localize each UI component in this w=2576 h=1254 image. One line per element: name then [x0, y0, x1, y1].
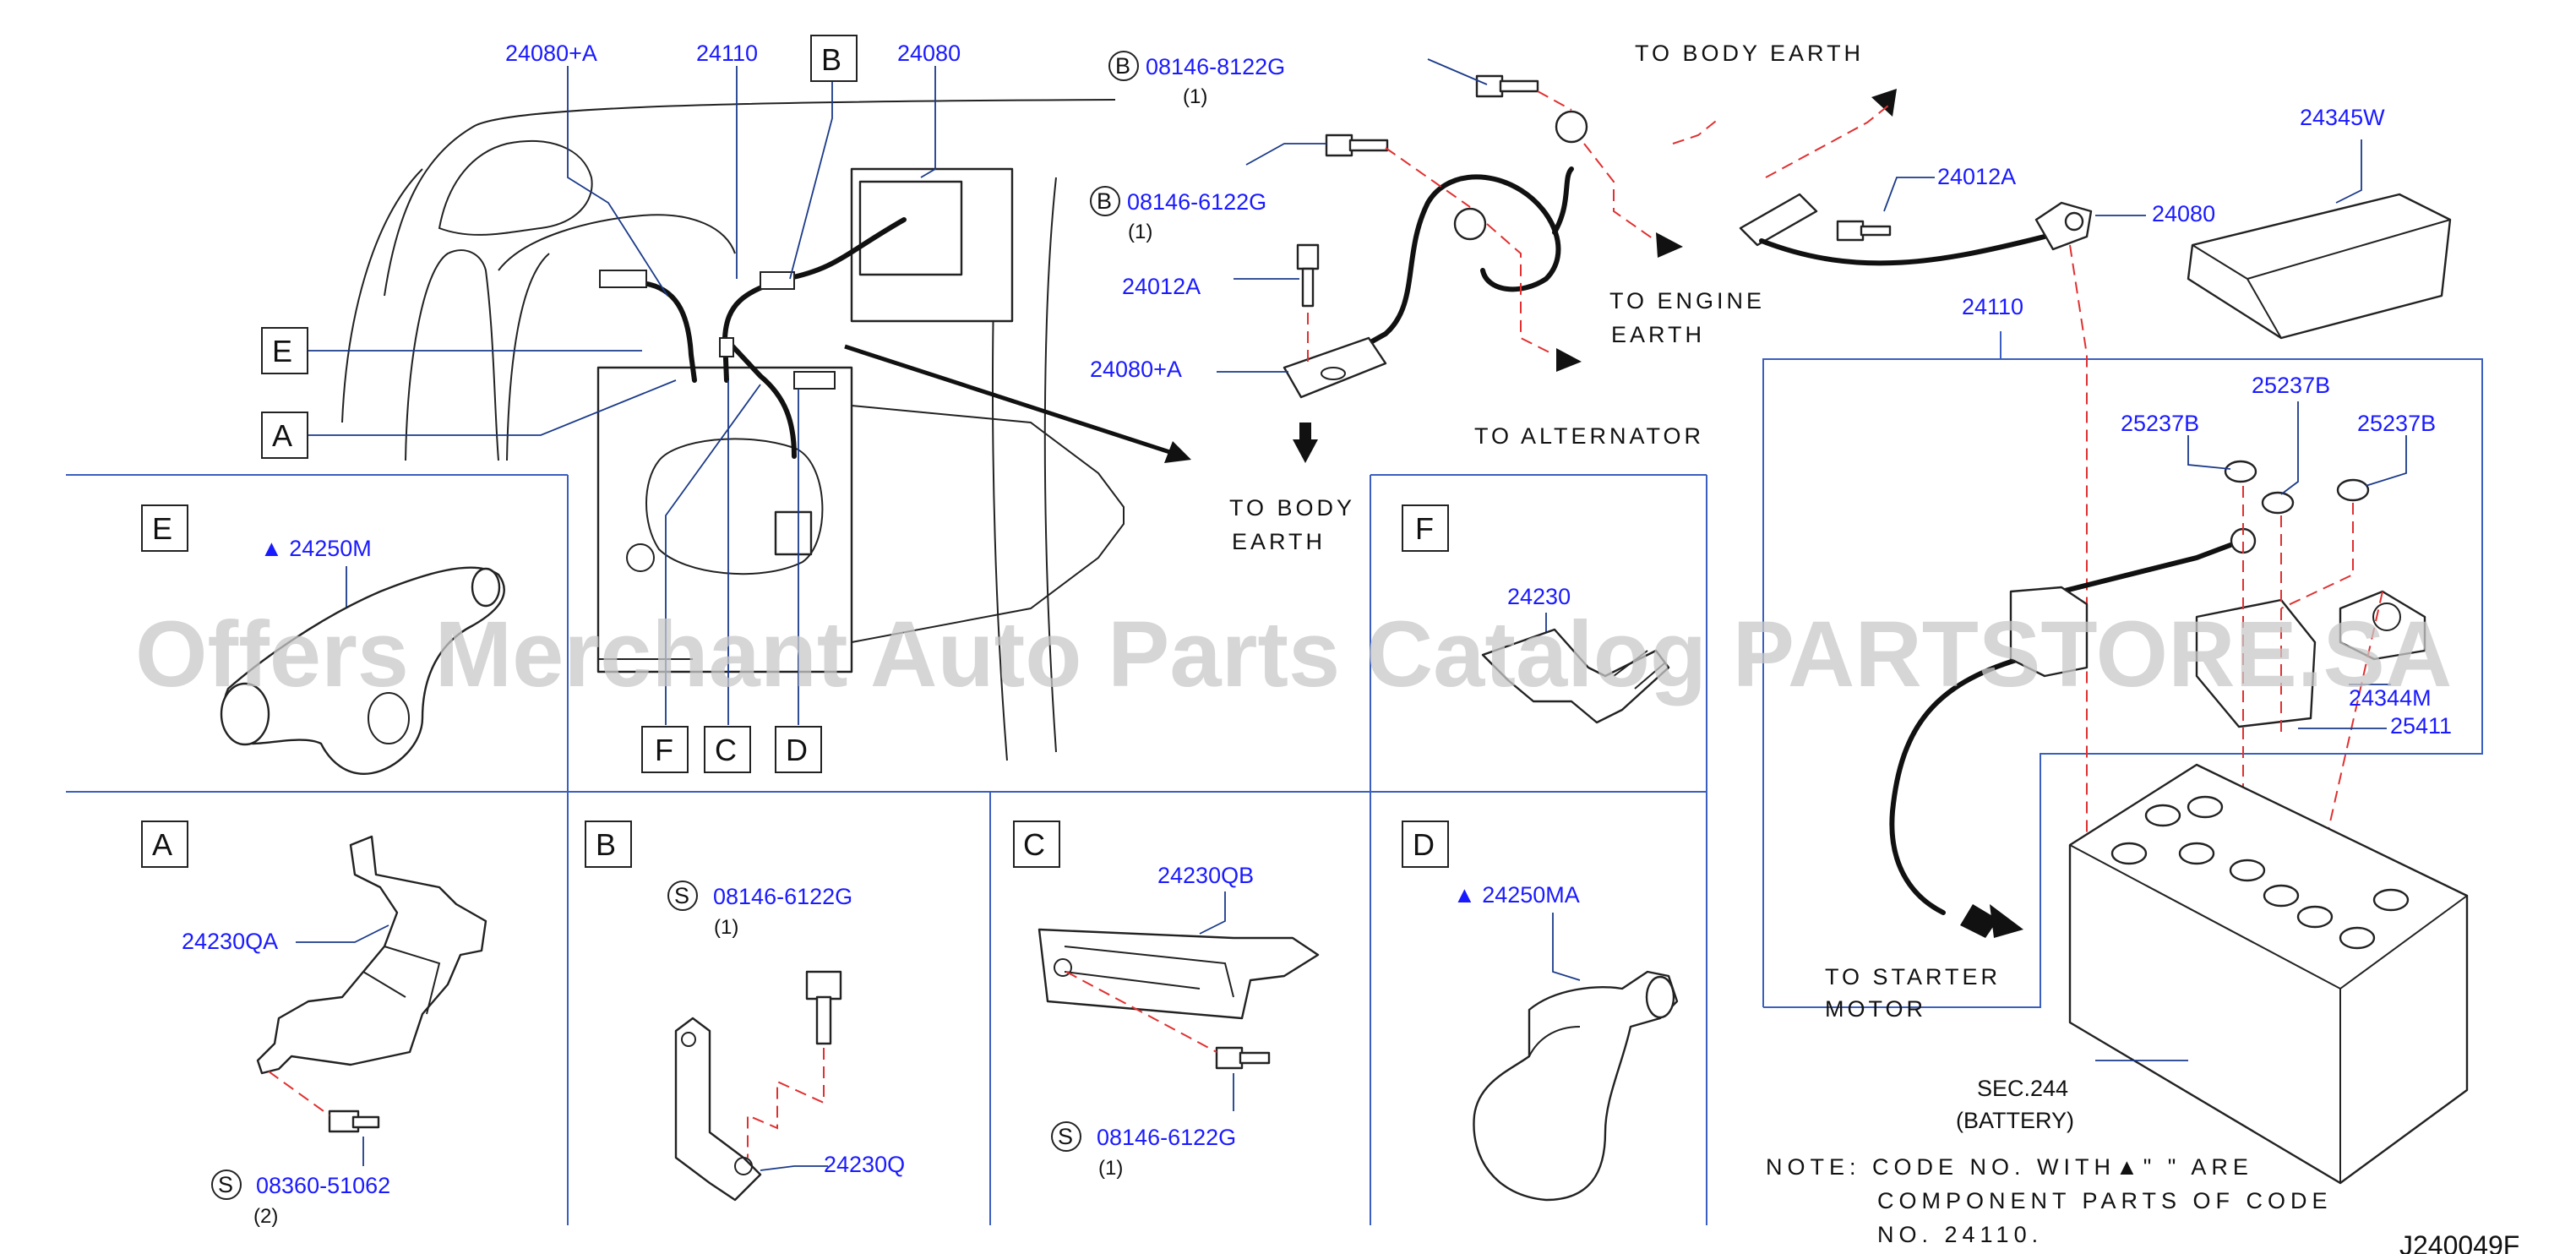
- note-line3: NO. 24110.: [1877, 1222, 2043, 1247]
- panel-c-bolt-symbol: S: [1058, 1124, 1073, 1149]
- panel-a-part-number: 24230QA: [182, 929, 278, 954]
- bolt2-symbol: B: [1097, 188, 1112, 214]
- panel-c-bolt-qty: (1): [1098, 1157, 1123, 1180]
- panel-d-letter: D: [1413, 827, 1435, 862]
- to-starter-line1: TO STARTER: [1825, 964, 2001, 990]
- panel-a-letter: A: [152, 827, 172, 862]
- callout-box-e: E: [272, 334, 292, 368]
- right-group-leaders: [1883, 139, 2407, 1061]
- callout-box-c: C: [715, 733, 737, 767]
- panel-b-part-number: 24230Q: [824, 1152, 905, 1177]
- note-line2: COMPONENT PARTS OF CODE: [1877, 1188, 2333, 1213]
- panel-e-letter: E: [152, 511, 172, 546]
- bolt1-symbol: B: [1115, 53, 1130, 79]
- panel-c-letter: C: [1023, 827, 1045, 862]
- to-body-earth-line2: EARTH: [1232, 529, 1326, 554]
- panel-e-part-number: ▲ 24250M: [260, 536, 372, 561]
- callout-24110-right: 24110: [1962, 294, 2023, 319]
- callout-24012a-right: 24012A: [1937, 164, 2016, 189]
- bolt3-part-number: 24012A: [1122, 274, 1201, 299]
- panel-a-bolt-part-number: 08360-51062: [256, 1173, 390, 1198]
- to-engine-earth-line2: EARTH: [1611, 322, 1705, 347]
- callout-24110: 24110: [696, 41, 758, 66]
- callout-24345w: 24345W: [2300, 105, 2385, 130]
- clip-24230: [1481, 628, 1670, 724]
- callout-25237b-3: 25237B: [2357, 411, 2436, 436]
- panel-frames: [66, 331, 2483, 1225]
- panel-f-part-number: 24230: [1507, 584, 1571, 609]
- to-alternator: TO ALTERNATOR: [1474, 423, 1704, 449]
- panel-f-letter: F: [1415, 511, 1434, 546]
- upper-center-leaders: [1217, 58, 1488, 373]
- callout-24080-a: 24080+A: [505, 41, 597, 66]
- panel-b-bolt-part-number: 08146-6122G: [713, 884, 852, 909]
- watermark: Offers Merchant Auto Parts Catalog PARTS…: [135, 602, 2452, 706]
- battery-label: (BATTERY): [1956, 1108, 2074, 1133]
- battery-section-ref: SEC.244: [1977, 1076, 2068, 1101]
- callout-24080: 24080: [897, 41, 961, 66]
- bolt2-part-number: 08146-6122G: [1127, 189, 1266, 215]
- callout-25411: 25411: [2390, 713, 2452, 739]
- callout-24080-right: 24080: [2152, 201, 2215, 226]
- note-line1: NOTE: CODE NO. WITH▲" " ARE: [1766, 1154, 2253, 1180]
- terminal-part-number: 24080+A: [1090, 357, 1182, 382]
- panel-b-bolt-symbol: S: [674, 883, 689, 908]
- panel-a-bolt-qty: (2): [253, 1205, 278, 1228]
- earth-cable-assembly: [1283, 74, 1897, 463]
- bolt1-qty: (1): [1183, 85, 1207, 108]
- engine-bay-sketch: [341, 99, 1191, 761]
- boot-24250m: [220, 566, 505, 775]
- to-body-earth-line1: TO BODY: [1229, 495, 1355, 521]
- bracket-24230qb: [1037, 928, 1320, 1070]
- callout-box-a: A: [272, 418, 292, 453]
- panel-b-letter: B: [596, 827, 616, 862]
- panel-d-part-number: ▲ 24250MA: [1453, 882, 1580, 908]
- callout-box-b: B: [821, 42, 841, 77]
- callout-24344m: 24344M: [2349, 685, 2432, 711]
- callout-box-d: D: [786, 733, 808, 767]
- bracket-24230q: [674, 970, 842, 1202]
- diagram-code: J240049F: [2399, 1230, 2519, 1254]
- battery-cable-assembly: [1739, 105, 2452, 964]
- callout-25237b-1: 25237B: [2121, 411, 2199, 436]
- panel-c-part-number: 24230QB: [1157, 863, 1254, 888]
- battery-illustration: [2068, 763, 2469, 1185]
- main-leader-lines: [308, 66, 936, 725]
- bracket-24230qa: [256, 835, 487, 1133]
- panel-b-bolt-qty: (1): [714, 916, 738, 939]
- to-engine-earth-line1: TO ENGINE: [1609, 288, 1765, 314]
- callout-25237b-2: 25237B: [2252, 373, 2330, 398]
- to-body-earth-top: TO BODY EARTH: [1635, 41, 1864, 66]
- to-starter-line2: MOTOR: [1825, 996, 1926, 1022]
- bolt1-part-number: 08146-8122G: [1146, 54, 1285, 79]
- boot-24250ma: [1473, 970, 1679, 1202]
- callout-box-f: F: [655, 733, 673, 767]
- bolt2-qty: (1): [1128, 221, 1152, 243]
- panel-a-bolt-symbol: S: [218, 1172, 233, 1197]
- panel-c-bolt-part-number: 08146-6122G: [1097, 1125, 1236, 1150]
